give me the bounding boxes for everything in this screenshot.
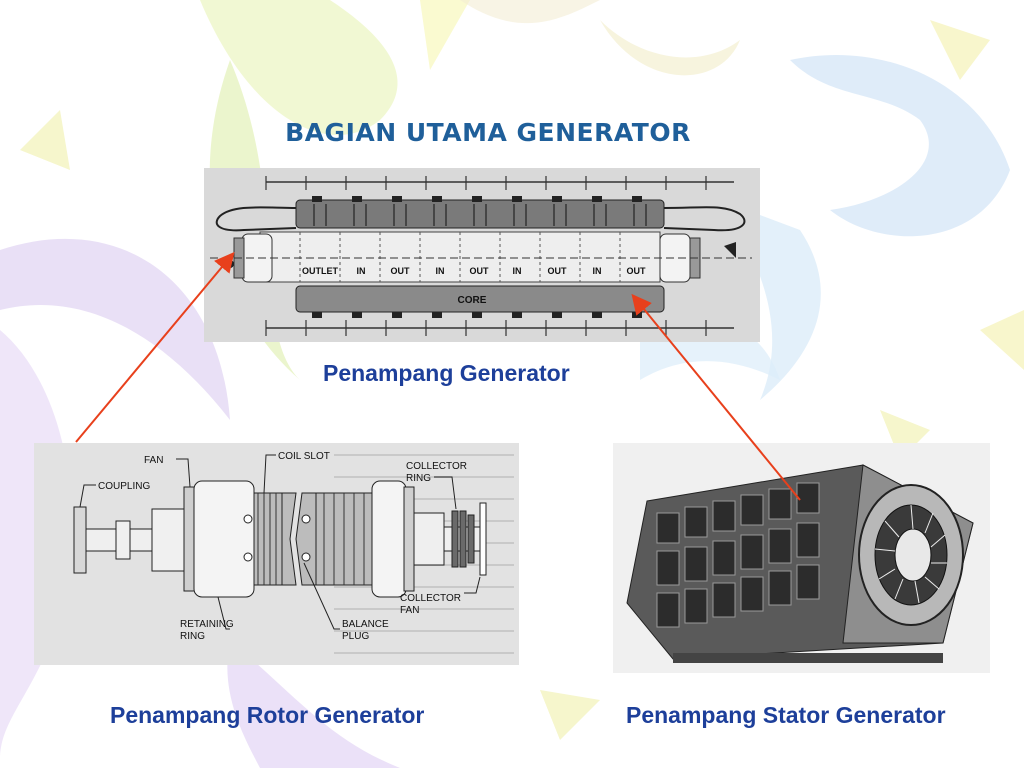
zone-label-in-4: IN (593, 266, 602, 276)
label-collector-ring-1: COLLECTOR (406, 461, 467, 472)
zone-label-in-1: IN (357, 266, 366, 276)
label-retaining-ring-2: RING (180, 631, 205, 642)
rotor-cross-section-image: FAN COIL SLOT COUPLING COLLECTOR RING CO… (34, 443, 519, 665)
zone-label-out-3: OUT (548, 266, 568, 276)
label-coil-slot: COIL SLOT (278, 451, 330, 462)
core-label: CORE (458, 295, 487, 306)
generator-cross-section-image: OUTLET IN OUT IN OUT IN OUT IN OUT CORE (204, 168, 760, 342)
label-retaining-ring-1: RETAINING (180, 619, 234, 630)
label-coupling: COUPLING (98, 481, 150, 492)
label-fan: FAN (144, 455, 163, 466)
slide-title: BAGIAN UTAMA GENERATOR (285, 118, 691, 147)
generator-diagram: OUTLET IN OUT IN OUT IN OUT IN OUT CORE (204, 168, 760, 342)
stator-image (613, 443, 990, 673)
generator-caption: Penampang Generator (323, 360, 570, 386)
label-balance-plug-1: BALANCE (342, 619, 389, 630)
label-collector-fan-2: FAN (400, 605, 419, 616)
label-collector-fan-1: COLLECTOR (400, 593, 461, 604)
rotor-caption: Penampang Rotor Generator (110, 702, 425, 728)
zone-label-outlet: OUTLET (302, 266, 338, 276)
zone-label-in-2: IN (436, 266, 445, 276)
zone-label-out-4: OUT (627, 266, 647, 276)
label-collector-ring-2: RING (406, 473, 431, 484)
stator-caption: Penampang Stator Generator (626, 702, 946, 728)
label-balance-plug-2: PLUG (342, 631, 369, 642)
rotor-diagram: FAN COIL SLOT COUPLING COLLECTOR RING CO… (34, 443, 519, 665)
zone-label-out-1: OUT (391, 266, 411, 276)
stator-drawing (613, 443, 990, 673)
zone-label-in-3: IN (513, 266, 522, 276)
zone-label-out-2: OUT (470, 266, 490, 276)
